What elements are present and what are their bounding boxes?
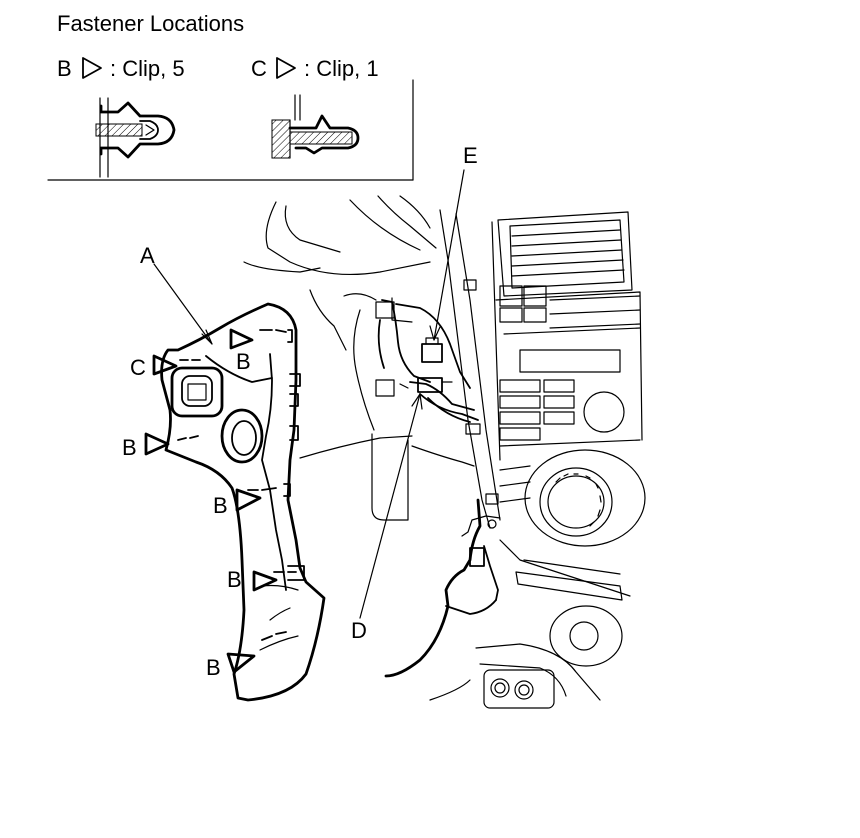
callout-labels: A E D C B B B B B: [122, 143, 478, 680]
legend-panel: Fastener Locations B : Clip, 5 C : Clip,…: [47, 11, 414, 181]
legend-b-letter: B: [57, 56, 72, 81]
callout-b: B: [236, 349, 251, 374]
connector-d: [417, 377, 443, 393]
center-lower-panel: [384, 498, 501, 678]
callout-e: E: [463, 143, 478, 168]
diagram-title: Fastener Locations: [57, 11, 244, 36]
dashboard-background: [243, 195, 646, 709]
wire-harness: [377, 299, 479, 423]
legend-c-triangle-icon: [276, 57, 296, 79]
clip-c-marker-icon: [152, 354, 178, 376]
fastener-markers: [144, 328, 278, 674]
clip-b-marker-icon: [252, 570, 278, 592]
air-vent: [497, 211, 633, 297]
callout-b: B: [122, 435, 137, 460]
callout-b: B: [213, 493, 228, 518]
legend-c-letter: C: [251, 56, 267, 81]
callout-a: A: [140, 243, 155, 268]
part-a-finish-panel: [160, 302, 326, 702]
leader-lines: [153, 169, 465, 619]
clip-c-illustration: [271, 94, 360, 159]
clip-b-illustration: [95, 97, 176, 178]
legend-c-text: : Clip, 1: [304, 56, 379, 81]
callout-d: D: [351, 618, 367, 643]
connector-e: [421, 343, 443, 363]
center-console-panel: [495, 285, 643, 503]
callout-b: B: [206, 655, 221, 680]
clip-b-marker-icon: [226, 652, 256, 674]
callout-c: C: [130, 355, 146, 380]
clip-b-marker-icon: [229, 328, 254, 350]
clip-b-marker-icon: [235, 488, 262, 512]
legend-b-triangle-icon: [82, 57, 102, 79]
hvac-knob: [524, 449, 646, 547]
legend-b-text: : Clip, 5: [110, 56, 185, 81]
callout-b: B: [227, 567, 242, 592]
clip-b-marker-icon: [144, 432, 170, 456]
